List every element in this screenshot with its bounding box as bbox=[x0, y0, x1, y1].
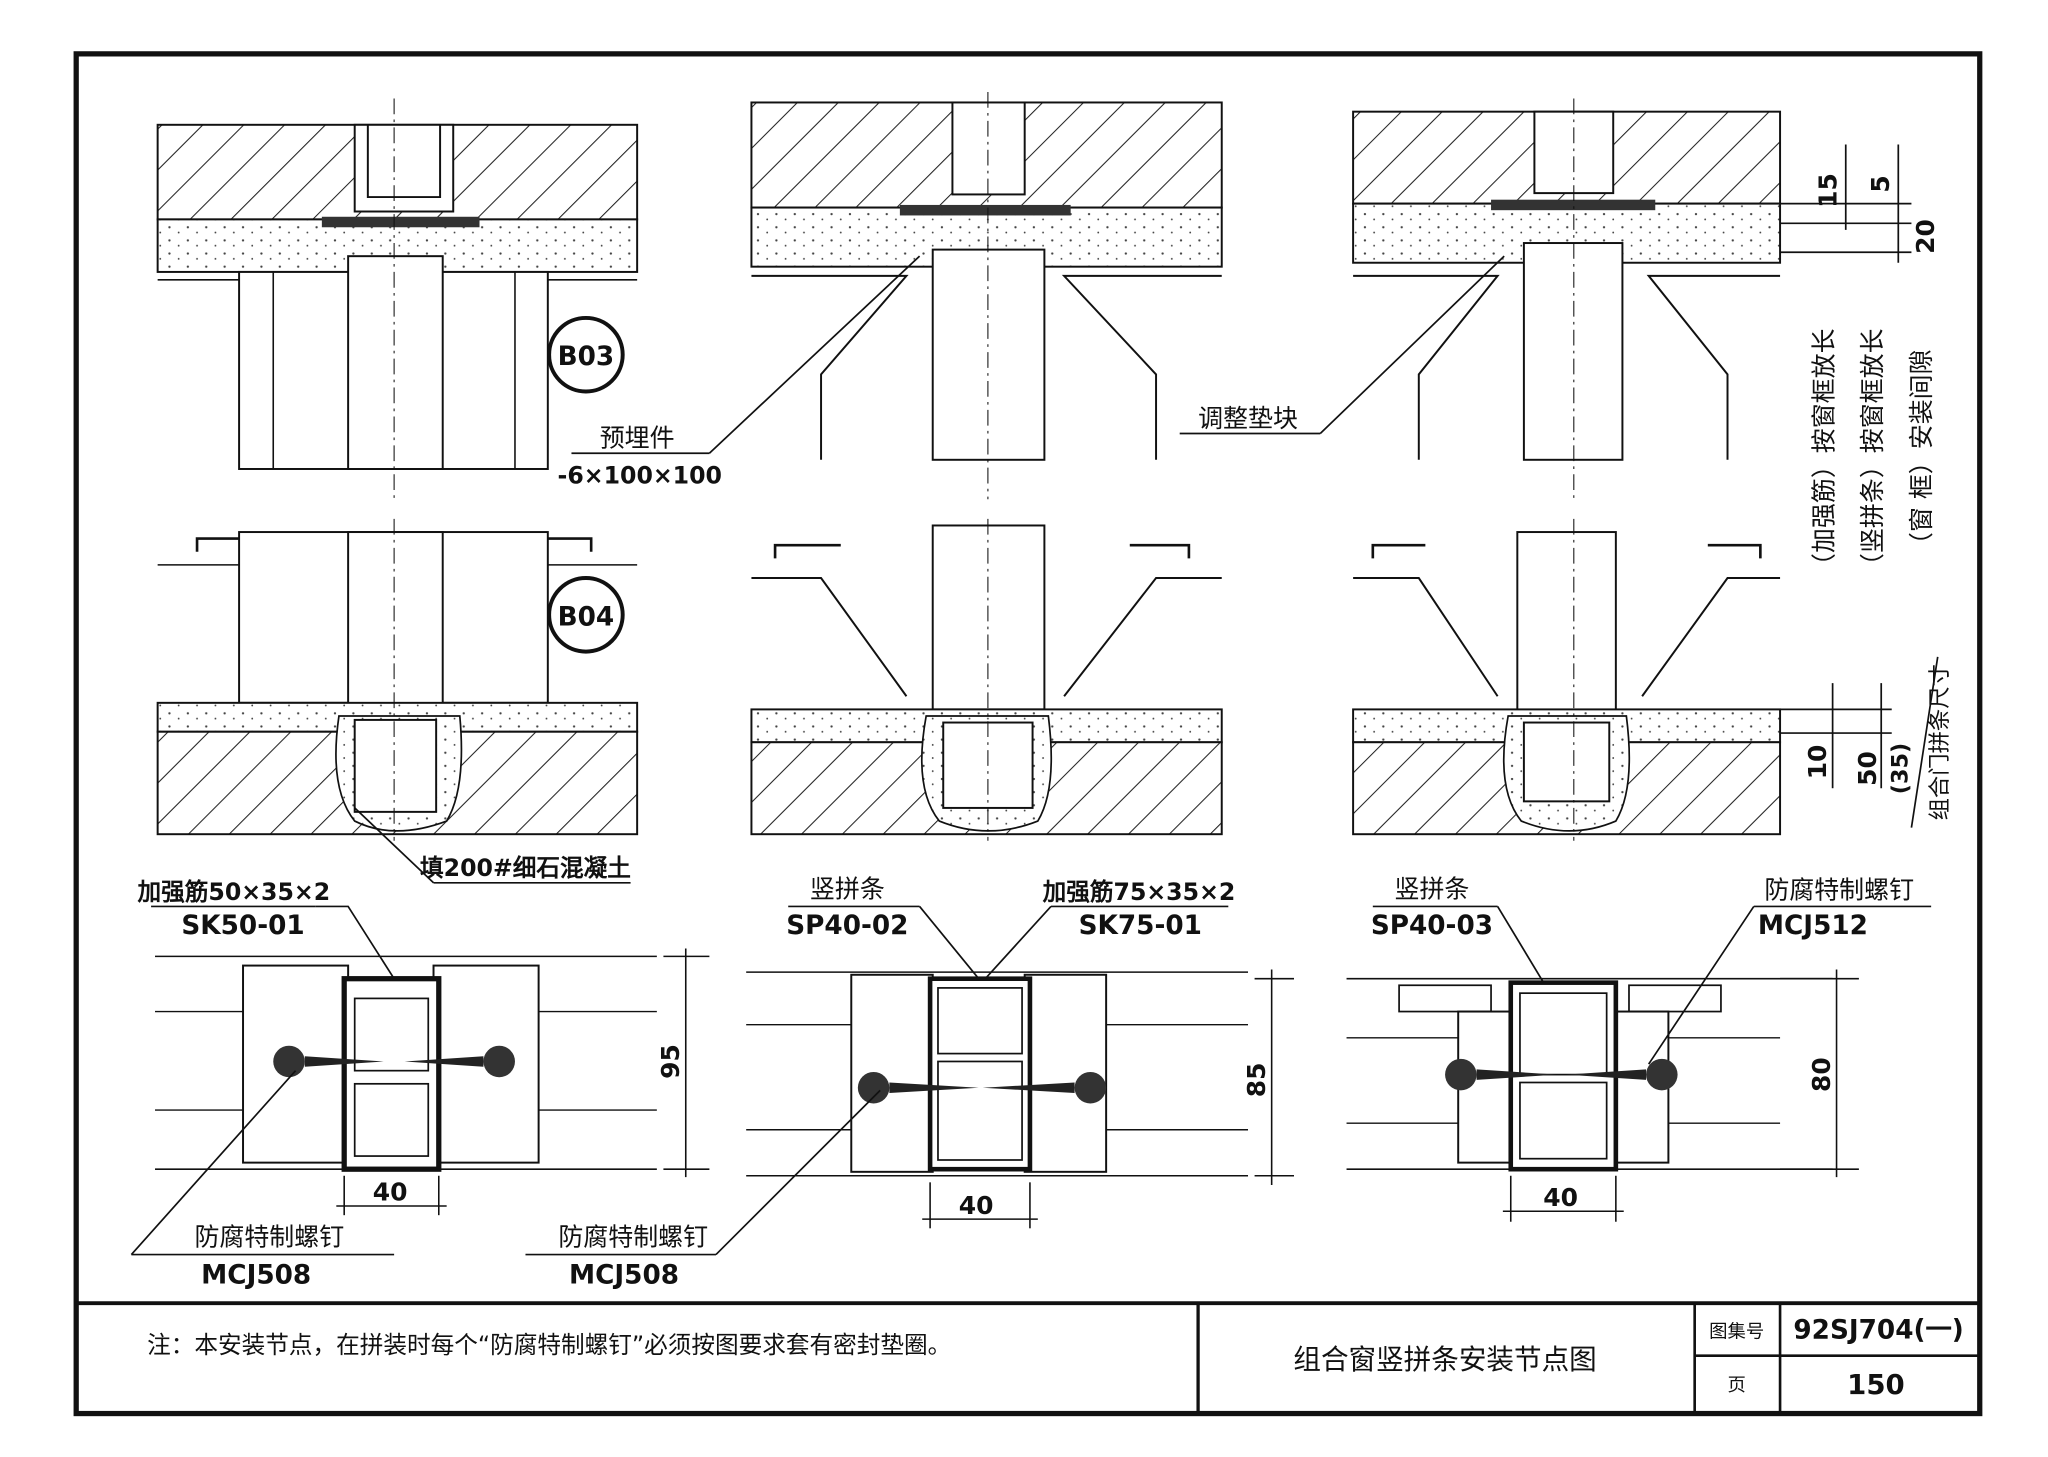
label-embedded-size: -6×100×100 bbox=[558, 461, 722, 489]
section-top-right bbox=[1352, 98, 1782, 500]
dim-40-right: 40 bbox=[1543, 1183, 1578, 1212]
leader-lines bbox=[130, 905, 1932, 1256]
section-mid-right bbox=[1352, 518, 1782, 841]
dim-50: 50 bbox=[1853, 751, 1882, 786]
atlas-label: 图集号 bbox=[1709, 1321, 1764, 1342]
label-sk50: SK50-01 bbox=[181, 911, 304, 941]
label-mcj508-mid: MCJ508 bbox=[569, 1260, 679, 1290]
callout-b04-circle bbox=[547, 576, 625, 654]
label-sk75: SK75-01 bbox=[1079, 911, 1202, 941]
callout-b03-circle bbox=[547, 315, 625, 394]
dim-15: 15 bbox=[1814, 173, 1843, 208]
right-note-3: （窗 框）安装间隙 bbox=[1907, 349, 1936, 557]
label-rust-screw-mid: 防腐特制螺钉 bbox=[558, 1222, 708, 1251]
plan-middle bbox=[746, 969, 1294, 1229]
dim-35: (35) bbox=[1887, 743, 1913, 794]
section-mid-middle bbox=[750, 518, 1223, 841]
callout-b03: B03 bbox=[558, 342, 615, 372]
plan-left bbox=[155, 948, 710, 1216]
label-sp40-03: SP40-03 bbox=[1371, 911, 1493, 941]
section-top-left bbox=[156, 98, 639, 500]
label-vertical-bar-2: 竖拼条 bbox=[1395, 874, 1470, 903]
label-mcj512: MCJ512 bbox=[1758, 911, 1868, 941]
plan-right bbox=[1346, 969, 1859, 1222]
dim-85: 85 bbox=[1242, 1062, 1271, 1097]
section-top-middle bbox=[750, 91, 1223, 500]
label-sp40-02: SP40-02 bbox=[786, 911, 908, 941]
mid-dimensions bbox=[1780, 656, 1939, 828]
atlas-value: 92SJ704(一) bbox=[1793, 1316, 1963, 1346]
label-vertical-bar-1: 竖拼条 bbox=[810, 874, 885, 903]
label-mcj508-left: MCJ508 bbox=[201, 1260, 311, 1290]
label-stiffener-75: 加强筋75×35×2 bbox=[1042, 878, 1236, 906]
dim-40-left: 40 bbox=[373, 1178, 408, 1207]
callout-b04: B04 bbox=[558, 602, 615, 632]
right-note-2: （竖拼条）按窗框放长 bbox=[1858, 328, 1887, 578]
page-label: 页 bbox=[1728, 1375, 1746, 1396]
top-dimensions bbox=[1780, 144, 1912, 263]
label-stiffener-50: 加强筋50×35×2 bbox=[137, 878, 331, 906]
right-note-1: （加强筋）按窗框放长 bbox=[1810, 328, 1839, 578]
vertical-note: 组合门拼条尺寸 bbox=[1927, 664, 1953, 820]
dim-10: 10 bbox=[1803, 745, 1832, 780]
label-fill-concrete: 填200#细石混凝土 bbox=[420, 854, 631, 882]
sheet-border bbox=[73, 51, 1983, 1417]
page-value: 150 bbox=[1847, 1368, 1905, 1401]
label-adjust-block: 调整垫块 bbox=[1198, 404, 1298, 433]
label-rust-screw-top: 防腐特制螺钉 bbox=[1764, 876, 1914, 905]
label-embedded-part: 预埋件 bbox=[600, 424, 675, 453]
label-rust-screw-left: 防腐特制螺钉 bbox=[194, 1222, 344, 1251]
drawing-title: 组合窗竖拼条安装节点图 bbox=[1293, 1343, 1596, 1376]
dim-95: 95 bbox=[656, 1044, 685, 1079]
footer-note: 注：本安装节点，在拼装时每个“防腐特制螺钉”必须按图要求套有密封垫圈。 bbox=[147, 1331, 951, 1359]
dim-5: 5 bbox=[1866, 175, 1895, 192]
dim-80: 80 bbox=[1807, 1057, 1836, 1092]
dim-40-mid: 40 bbox=[959, 1191, 994, 1220]
dim-20: 20 bbox=[1911, 219, 1940, 254]
section-mid-left bbox=[156, 518, 639, 841]
